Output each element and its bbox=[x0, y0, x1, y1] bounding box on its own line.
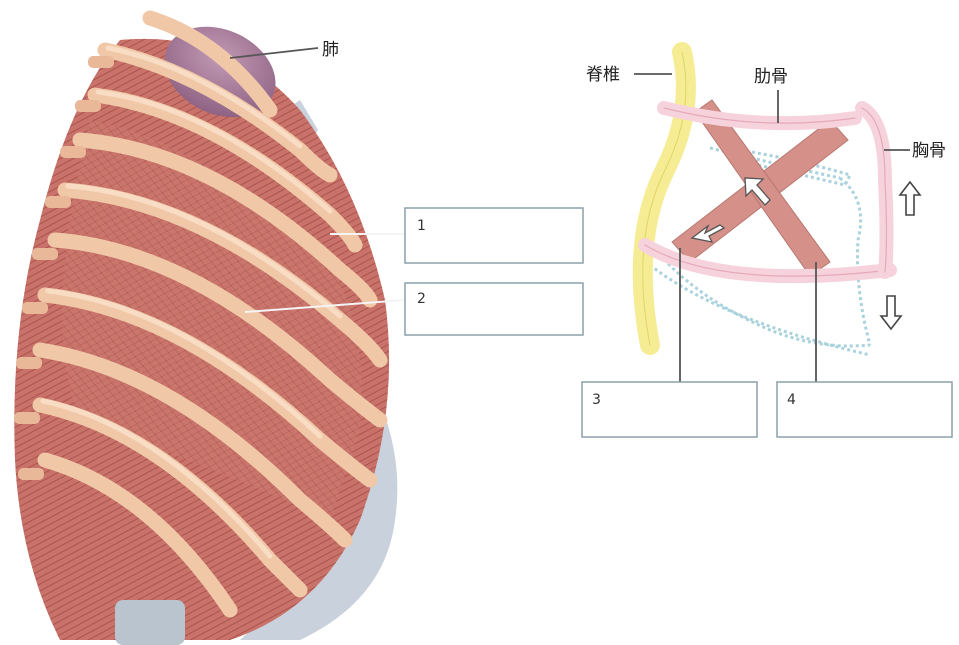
answer-box-4[interactable]: 4 bbox=[777, 382, 952, 437]
breathing-schematic: 脊椎 肋骨 胸骨 bbox=[586, 52, 946, 382]
spine-label: 脊椎 bbox=[586, 65, 620, 85]
rib-label: 肋骨 bbox=[754, 67, 788, 87]
answer-box-1[interactable]: 1 bbox=[405, 208, 583, 263]
rib-cage-illustration: 肺 bbox=[14, 9, 405, 645]
arrow-down-icon bbox=[881, 296, 901, 329]
lung-label: 肺 bbox=[322, 40, 339, 60]
svg-text:1: 1 bbox=[417, 218, 426, 234]
answer-box-3[interactable]: 3 bbox=[582, 382, 757, 437]
arrow-up-icon bbox=[900, 182, 920, 215]
svg-text:3: 3 bbox=[592, 392, 601, 408]
svg-text:2: 2 bbox=[417, 291, 426, 307]
sternum bbox=[862, 108, 887, 272]
sternum-label: 胸骨 bbox=[912, 141, 946, 161]
answer-box-2[interactable]: 2 bbox=[405, 283, 583, 335]
svg-text:4: 4 bbox=[787, 392, 796, 408]
lower-spine bbox=[115, 600, 185, 645]
